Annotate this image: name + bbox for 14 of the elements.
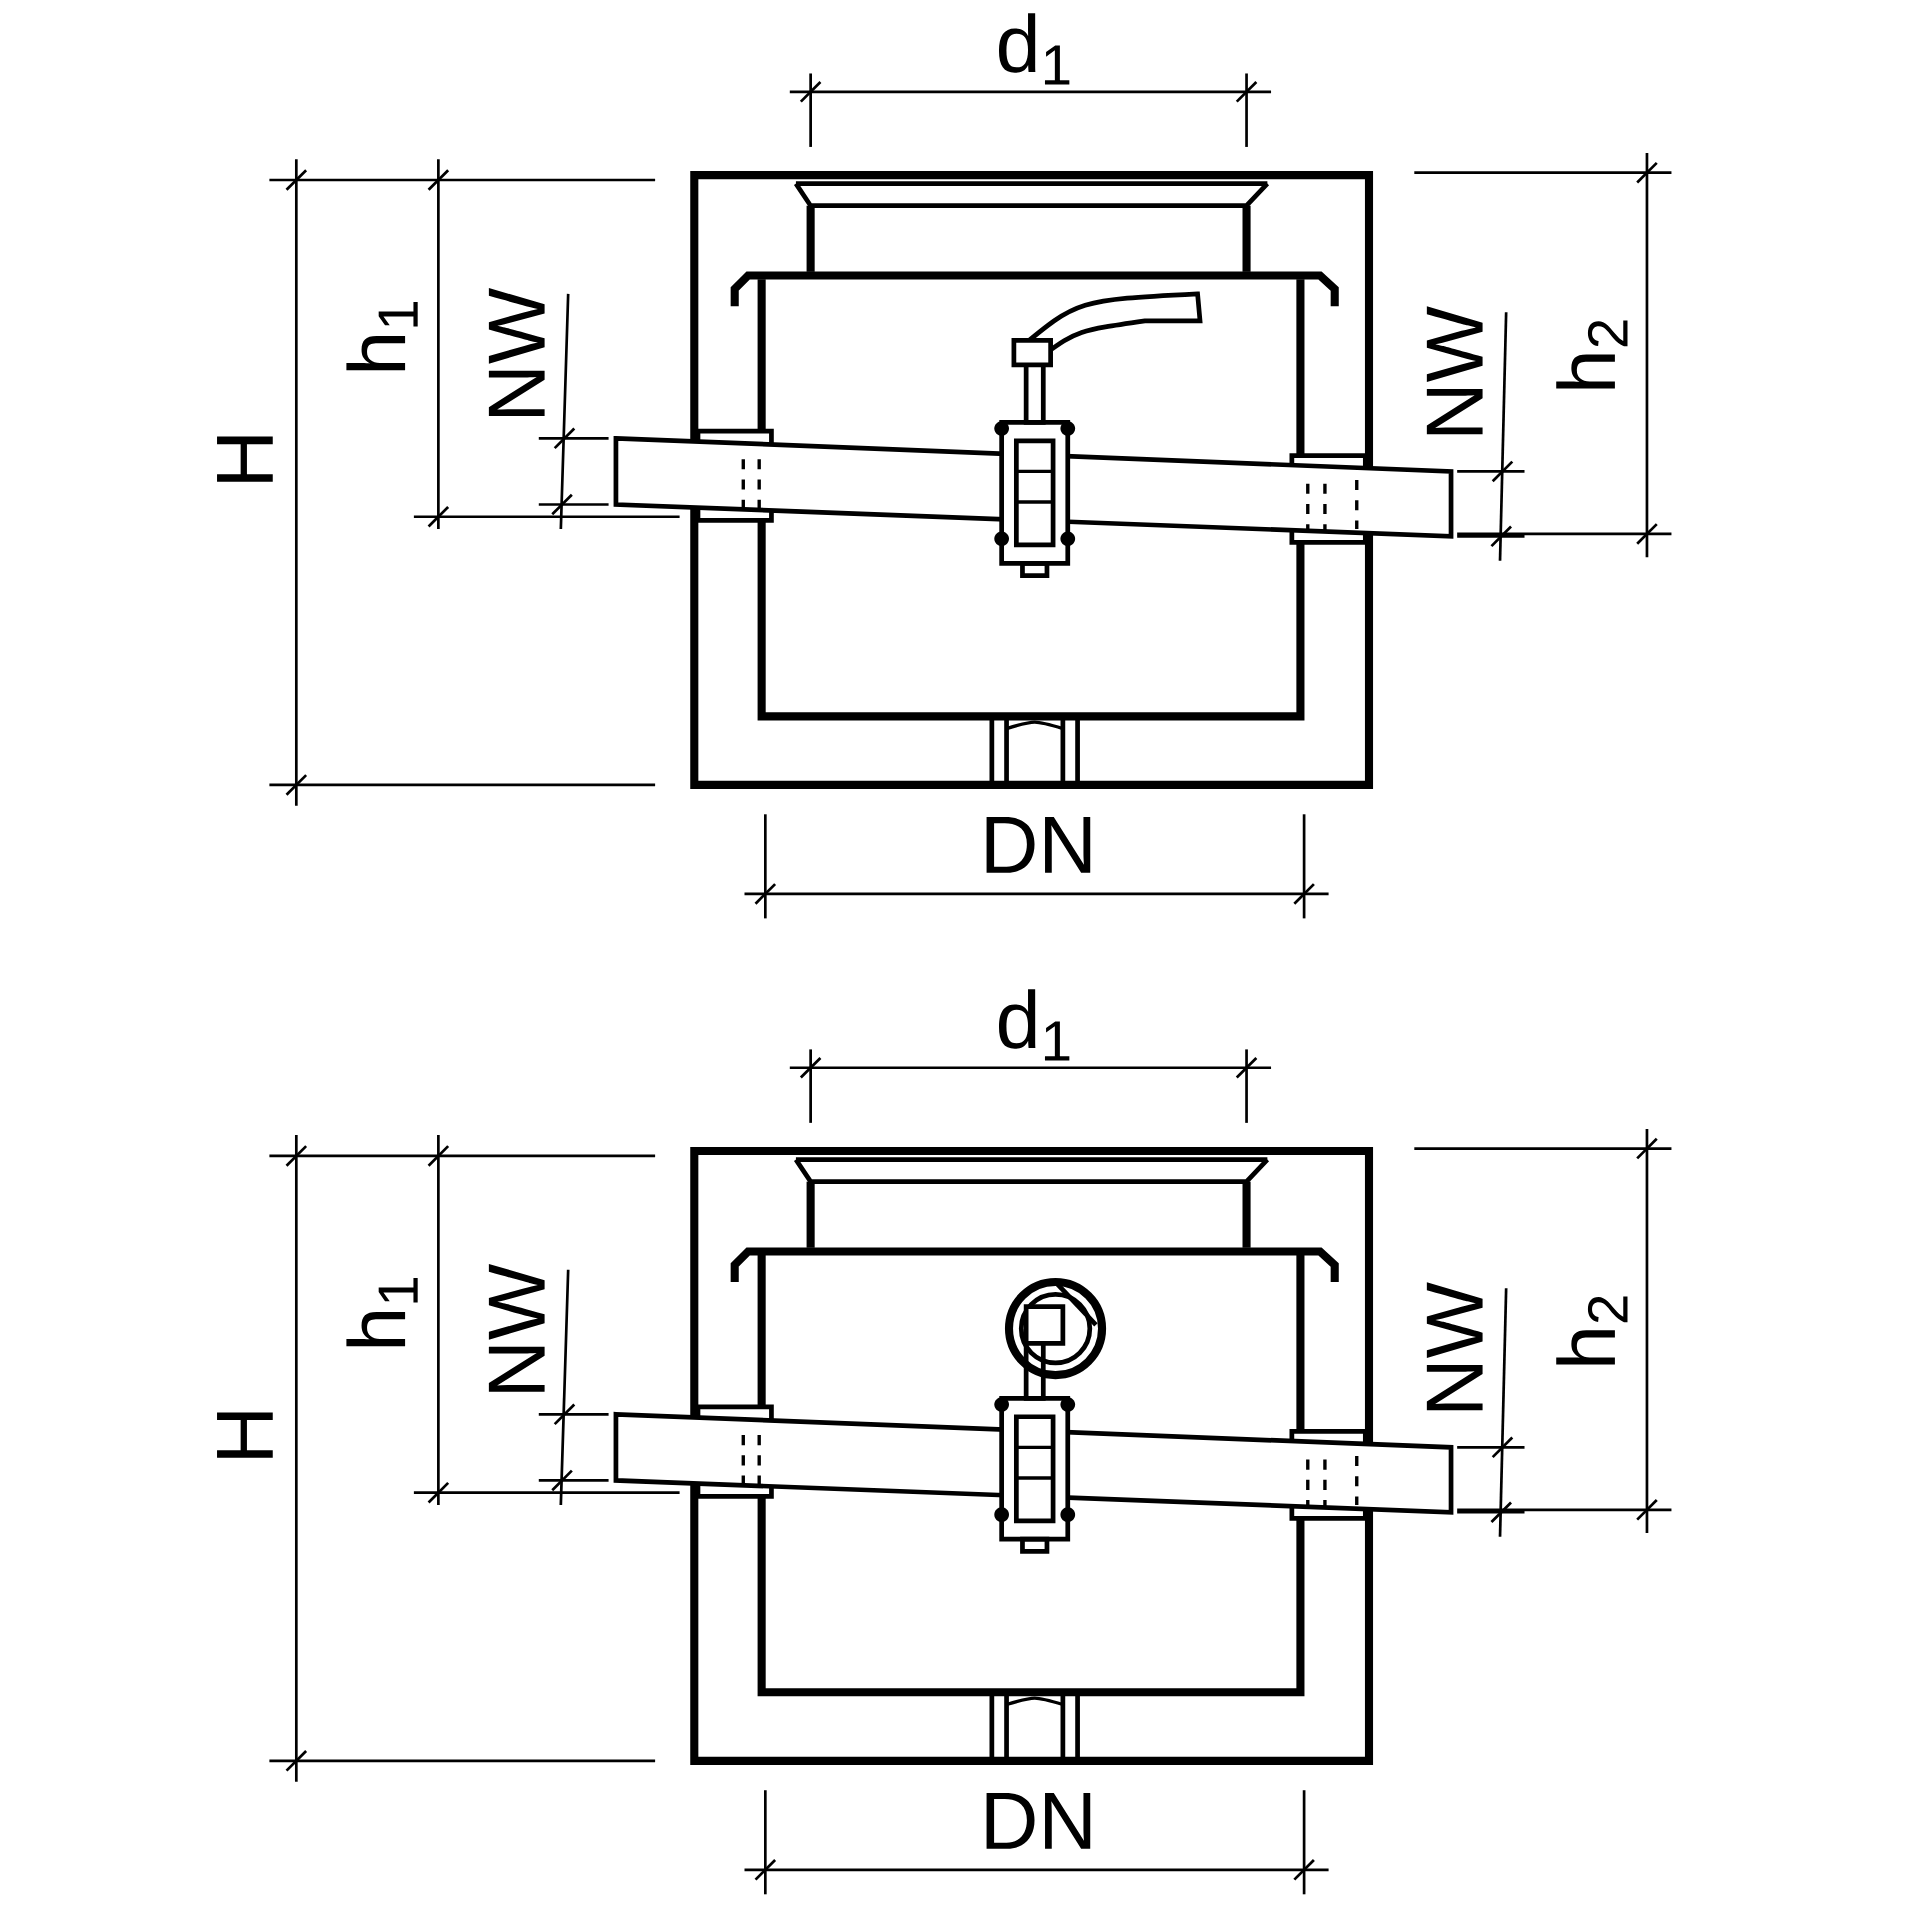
- dimension-label: NW: [488, 1263, 545, 1392]
- dimension-label: H: [217, 1412, 273, 1458]
- dimension-label: NW: [488, 287, 545, 416]
- dimension-label: DN: [986, 1793, 1091, 1849]
- dimension-label: d$_{1}$: [999, 13, 1070, 85]
- dimension-label: h$_{2}$: [1556, 320, 1628, 389]
- dimension-label: NW: [1426, 1282, 1483, 1411]
- dimension-label: h$_{2}$: [1556, 1296, 1628, 1365]
- dimension-label: h$_{1}$: [346, 1278, 418, 1347]
- dimension-label: DN: [986, 817, 1091, 873]
- dimension-label: h$_{1}$: [346, 302, 418, 371]
- dimension-label: NW: [1426, 306, 1483, 435]
- dimension-label: H: [217, 436, 273, 482]
- dimension-label: d$_{1}$: [999, 989, 1070, 1061]
